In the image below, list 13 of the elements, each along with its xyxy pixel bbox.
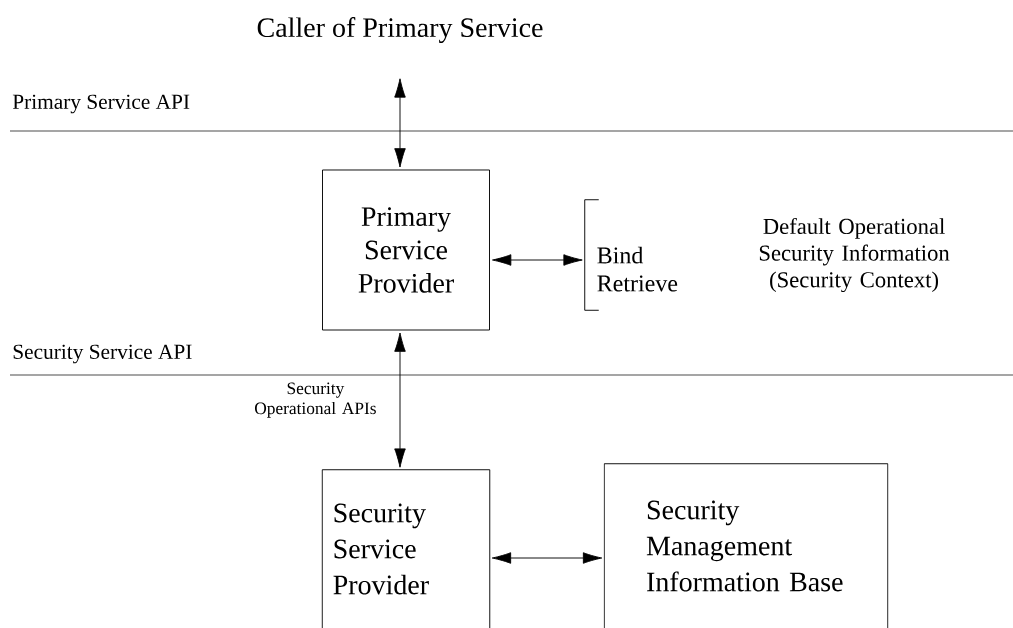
arrow <box>491 552 603 564</box>
caller-text: Caller of Primary Service <box>257 17 543 43</box>
arrow <box>394 78 406 168</box>
api-label: Security Service API <box>13 344 192 364</box>
process-box: Primary Service Provider <box>322 169 490 331</box>
process-box: Security Service Provider <box>321 469 491 628</box>
note-text: Default Operational Security Information (Security Context) <box>759 217 950 293</box>
edge-label: Security Operational APIs <box>255 382 376 418</box>
bracket-group: Bind Retrieve <box>584 199 678 311</box>
process-box: Security Management Information Base <box>603 463 889 628</box>
arrow <box>492 254 583 266</box>
api-label: Primary Service API <box>12 94 190 114</box>
arrow <box>394 332 406 468</box>
